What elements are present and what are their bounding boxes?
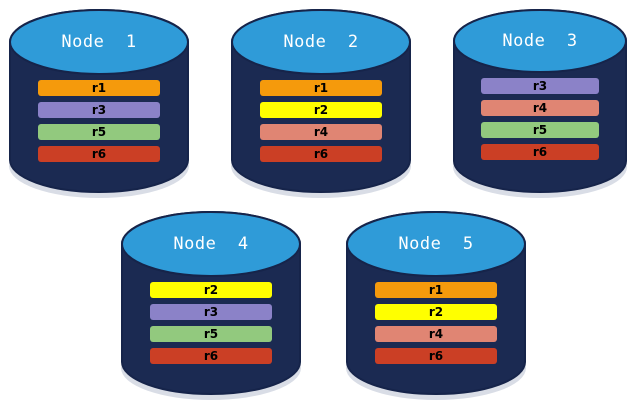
replica-bar: r5 [481, 122, 599, 138]
replica-bar: r4 [260, 124, 382, 140]
cylinder-top-disc [9, 9, 189, 75]
replica-bar: r6 [38, 146, 160, 162]
replica-stack: r1 r2 r4 r6 [230, 80, 412, 162]
replica-stack: r1 r2 r4 r6 [345, 282, 527, 364]
replica-bar: r2 [260, 102, 382, 118]
replica-bar: r5 [38, 124, 160, 140]
replica-stack: r3 r4 r5 r6 [452, 78, 628, 160]
cylinder-top-disc [121, 211, 301, 277]
replica-bar: r1 [375, 282, 497, 298]
replica-bar: r2 [150, 282, 272, 298]
replica-bar: r6 [260, 146, 382, 162]
cylinder-top-disc [346, 211, 526, 277]
replica-stack: r1 r3 r5 r6 [8, 80, 190, 162]
replica-stack: r2 r3 r5 r6 [120, 282, 302, 364]
replica-bar: r6 [481, 144, 599, 160]
cylinder-top-disc [453, 9, 627, 73]
replica-bar: r3 [481, 78, 599, 94]
replica-bar: r6 [150, 348, 272, 364]
replica-bar: r2 [375, 304, 497, 320]
replica-bar: r1 [260, 80, 382, 96]
replica-bar: r6 [375, 348, 497, 364]
replica-bar: r4 [375, 326, 497, 342]
replica-bar: r3 [150, 304, 272, 320]
replica-bar: r1 [38, 80, 160, 96]
replica-bar: r5 [150, 326, 272, 342]
replica-bar: r3 [38, 102, 160, 118]
replica-bar: r4 [481, 100, 599, 116]
cylinder-top-disc [231, 9, 411, 75]
